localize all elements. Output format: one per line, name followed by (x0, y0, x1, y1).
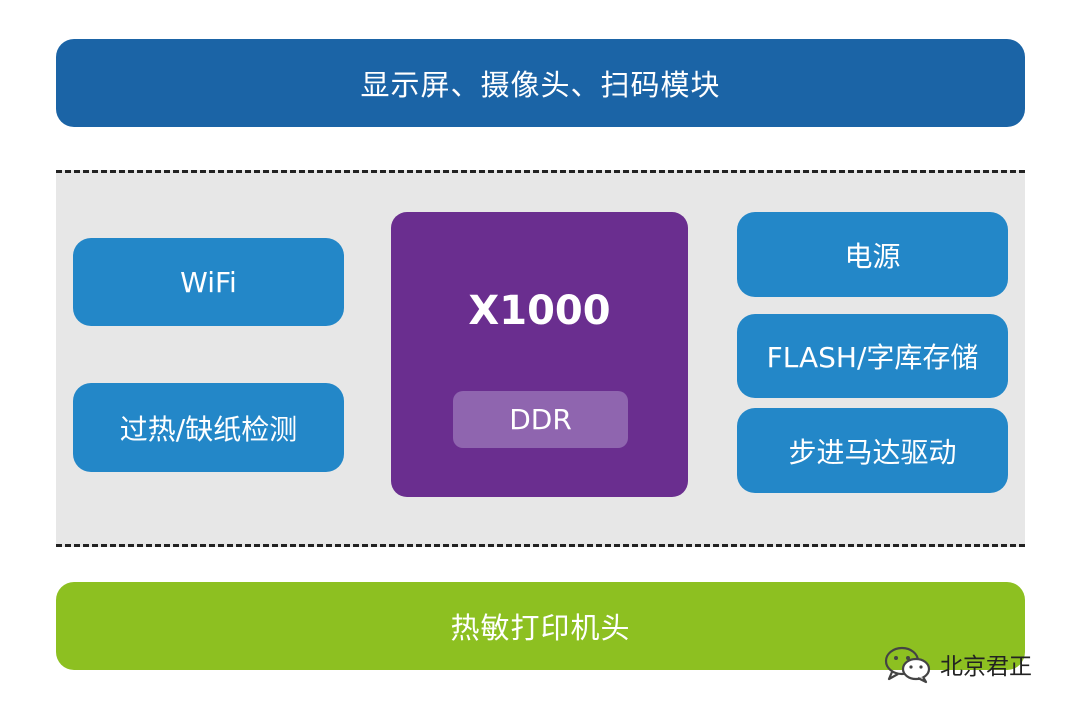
chip-label: X1000 (468, 288, 611, 334)
flash-storage-module: FLASH/字库存储 (737, 314, 1008, 398)
watermark: 北京君正 (882, 644, 1032, 684)
wechat-icon (882, 644, 934, 684)
sensor-module: 过热/缺纸检测 (73, 383, 344, 472)
watermark-text: 北京君正 (940, 654, 1032, 680)
stepper-motor-module: 步进马达驱动 (737, 408, 1008, 493)
power-module: 电源 (737, 212, 1008, 297)
x1000-chip: X1000 DDR (391, 212, 688, 497)
ddr-memory: DDR (453, 391, 628, 448)
wifi-module: WiFi (73, 238, 344, 326)
top-module-bar: 显示屏、摄像头、扫码模块 (56, 39, 1025, 127)
thermal-print-head: 热敏打印机头 (56, 582, 1025, 670)
